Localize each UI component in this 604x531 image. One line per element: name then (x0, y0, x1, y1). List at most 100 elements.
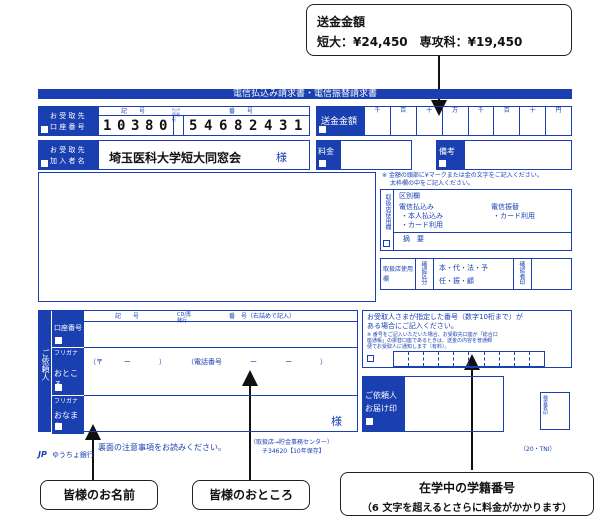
tel-line: （電話番号 ー ー ） (187, 358, 327, 366)
form-header-title: 電信払込み請求書・電信振替請求書 (232, 89, 377, 99)
recipient-account-check (41, 126, 48, 133)
notice-line-1: ※ 金額の頭部に¥マークまたは金の文字をご記入ください。 (382, 172, 543, 179)
recipient-name-check (41, 160, 48, 167)
names-row-2: 任・振・顧 (439, 277, 474, 285)
designated-note-1: お受取人さまが指定した番号（数字10桁まで）が (367, 313, 523, 321)
recipient-name: 埼玉医科大学短大同窓会 (109, 151, 242, 165)
kakunin-label: 確認区分 (420, 261, 427, 285)
designated-digit-cells[interactable] (393, 351, 545, 367)
bango-digit: 5 (189, 118, 198, 134)
inspect-box: 検査者印 (540, 392, 570, 430)
callout-amount: 送金金額 短大：¥24,450 専攻科：¥19,450 (306, 4, 572, 56)
account-number-box: 記 号 ﾁｪｯｸ 再発行 番 号 1 0 3 8 0 5 4 6 8 2 4 3… (98, 106, 310, 136)
amount-box: 千 百 十 万 千 百 十 円 (364, 106, 572, 136)
recipient-account-label-1: お 受 取 先 (50, 112, 85, 120)
fee-label-text: 料金 (318, 147, 334, 156)
bango-digit: 4 (204, 118, 213, 134)
bank-name: ゆうちょ銀行 (51, 451, 94, 459)
kubun-label: 区別欄 (399, 192, 420, 200)
amount-unit: 百 (391, 107, 417, 135)
back-notice: 裏面の注意事項をお読みください。 (98, 443, 226, 452)
account-no-check (55, 337, 62, 344)
account-kigo: 1 0 3 8 0 (101, 118, 171, 134)
requester-label: ご依頼人 (41, 349, 50, 381)
requester-side: ご依頼人 (39, 311, 51, 431)
callout-address-text: 皆様のおところ (208, 488, 293, 502)
cd-label: CD/再発行 (177, 312, 192, 324)
bango-digit: 2 (249, 118, 258, 134)
bango-digit: 4 (264, 118, 273, 134)
address-label-cell: フリガナ おところ (51, 347, 84, 396)
recipient-account-label: お 受 取 先 口 座 番 号 (38, 106, 98, 136)
designated-small-3: 便でお受取人に通知します（有料）。 (367, 344, 450, 350)
form-code-2: （20・TNI） (520, 446, 556, 453)
seal-box (404, 376, 504, 432)
recipient-account-label-2: 口 座 番 号 (50, 123, 85, 131)
store-use-label: 取扱店使用欄 (383, 266, 414, 283)
name-check (55, 423, 62, 430)
card-option-1: ・カード利用 (493, 212, 535, 220)
amount-label: 送金金額 (316, 106, 364, 136)
bango-label: 番 号 (229, 108, 254, 115)
check-mark-label: ﾁｪｯｸ 再発行 (172, 107, 180, 122)
form-header: 電信払込み請求書・電信振替請求書 (38, 89, 572, 99)
division-check (383, 240, 390, 247)
callout-student: 在学中の学籍番号 （6 文字を超えるとさらに料金がかかります） (340, 472, 594, 516)
kigo-digit: 1 (103, 118, 112, 134)
recipient-name-label: お 受 取 先 加 入 者 名 (38, 140, 98, 170)
form-code: チ34620【10年保存】 (262, 448, 325, 455)
seal-check (366, 418, 373, 425)
honnin-option: ・本人払込み (401, 212, 443, 220)
names-row-1: 本・代・法・予 (439, 264, 488, 272)
account-no-label: 口座番号 (54, 324, 82, 332)
seal-label-2: お届け印 (365, 404, 397, 413)
recipient-name-label-1: お 受 取 先 (50, 146, 85, 154)
bango-digit: 8 (234, 118, 243, 134)
bango-digit: 3 (279, 118, 288, 134)
callout-name: 皆様のお名前 (40, 480, 158, 510)
recipient-name-label-2: 加 入 者 名 (50, 157, 85, 165)
name-label-cell: フリガナ おなまえ (51, 395, 84, 434)
designated-check (367, 355, 374, 362)
fee-label: 料金 (316, 140, 340, 170)
fee-box (340, 140, 412, 170)
furigana-label-2: フリガナ (54, 398, 79, 405)
account-bango: 5 4 6 8 2 4 3 1 (189, 118, 309, 134)
bango-digit: 1 (294, 118, 303, 134)
bango2-label: 番 号（右詰めで記入） (229, 313, 296, 320)
callout-amount-detail: 短大：¥24,450 専攻科：¥19,450 (317, 35, 523, 49)
fee-check (319, 160, 326, 167)
requester-section: ご依頼人 口座番号 記 号 CD/再発行 番 号（右詰めで記入） フリガナ おと… (38, 310, 358, 434)
designated-note-2: ある場合にご記入ください。 (367, 322, 458, 330)
seal-label-cell: ご依頼人 お届け印 (362, 376, 404, 432)
bank-logo: JP ゆうちょ銀行 (38, 442, 94, 461)
requester-sama: 様 (331, 415, 342, 428)
kigo-label: 記 号 (121, 108, 146, 115)
amount-notice: ※ 金額の頭部に¥マークまたは金の文字をご記入ください。 太枠欄の中をご記入くだ… (382, 172, 578, 188)
designated-number-box: お受取人さまが指定した番号（数字10桁まで）が ある場合にご記入ください。 ※ … (362, 310, 572, 368)
card-option-2: ・カード利用 (401, 221, 443, 229)
division-box: 取扱店使用欄 区別欄 電信払込み 電信振替 ・本人払込み ・カード利用 ・カード… (380, 189, 572, 251)
callout-student-detail: （6 文字を超えるとさらに料金がかかります） (361, 503, 573, 514)
address-check (55, 384, 62, 391)
remarks-label-text: 備考 (439, 147, 455, 156)
callout-name-text: 皆様のお名前 (62, 488, 135, 502)
inspect-label: 検査者印 (542, 395, 548, 415)
amount-check (319, 126, 326, 133)
designated-small-1: ※ 番号をご記入いただいた場合、お受取先口座が「総合口 (367, 332, 498, 338)
callout-address: 皆様のおところ (192, 480, 310, 510)
amount-units: 千 百 十 万 千 百 十 円 (365, 107, 571, 135)
callout-amount-title: 送金金額 (317, 15, 366, 29)
kigo2-label: 記 号 (115, 313, 140, 320)
designated-small-2: 座通帳」の振替口座であるときは、送金の内容を普通郵 (367, 338, 492, 344)
seal-label-1: ご依頼人 (365, 391, 397, 400)
amount-unit: 百 (494, 107, 521, 135)
kigo-digit: 0 (117, 118, 126, 134)
recipient-sama: 様 (276, 151, 287, 164)
amount-unit: 十 (417, 107, 443, 135)
remarks-check (439, 160, 446, 167)
division-side: 取扱店使用欄 (381, 190, 394, 250)
amount-unit: 十 (520, 107, 547, 135)
postal-line: （〒 ー ） (89, 358, 166, 366)
remarks-box (464, 140, 572, 170)
